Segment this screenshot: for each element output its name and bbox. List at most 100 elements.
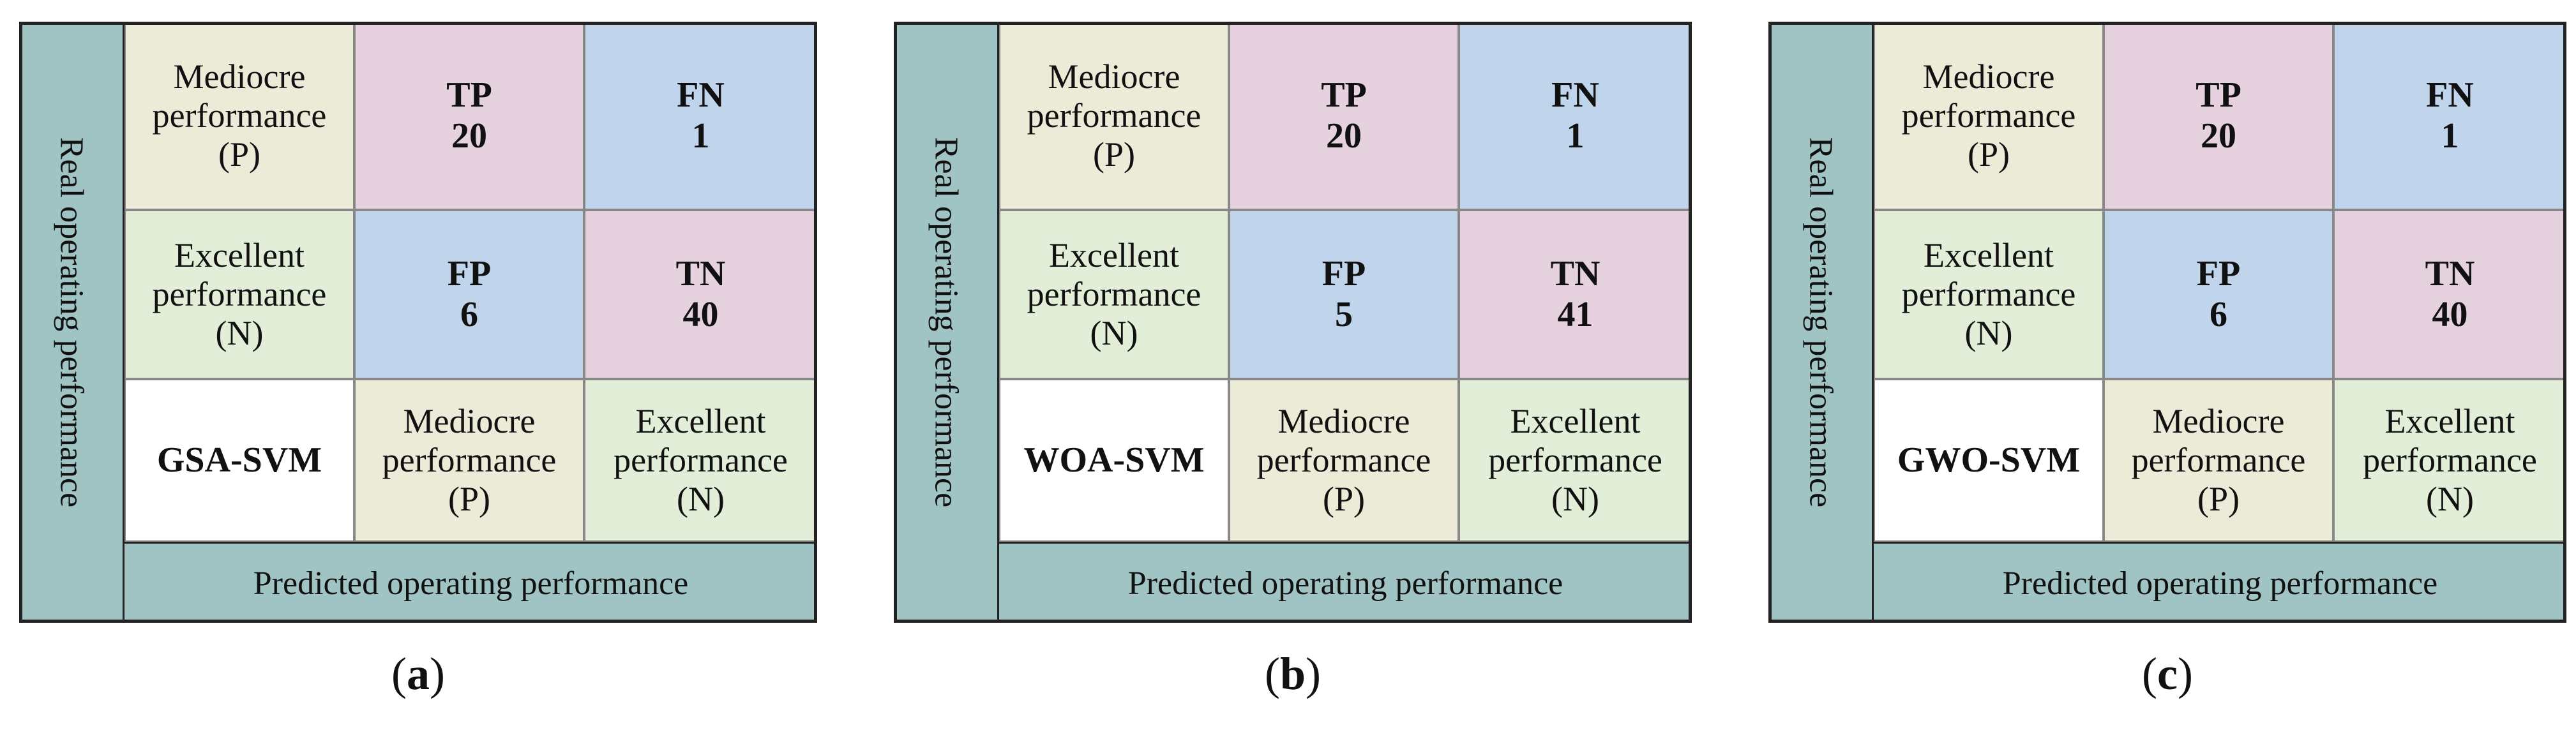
label-line: (P) <box>1968 135 2010 174</box>
cell-count: 5 <box>1335 294 1353 334</box>
cell-count: 6 <box>2210 294 2227 334</box>
cell-count: 40 <box>2432 294 2468 334</box>
model-name: GSA-SVM <box>124 379 354 542</box>
label-line: Mediocre <box>173 57 306 96</box>
label-line: Mediocre <box>1048 57 1180 96</box>
label-line: Mediocre <box>403 401 536 440</box>
panel-border <box>1768 22 2566 623</box>
label-line: Excellent <box>635 401 766 440</box>
label-line: (P) <box>1323 480 1365 518</box>
label-line: performance <box>382 440 557 479</box>
cell-abbrev: TN <box>675 254 726 294</box>
x-axis-band: Predicted operating performance <box>124 542 817 623</box>
cell-abbrev: TP <box>2196 75 2241 115</box>
cell-count: 1 <box>1566 115 1585 156</box>
cell-count: 1 <box>2441 115 2459 156</box>
label-line: performance <box>1901 96 2076 135</box>
label-line: (P) <box>448 480 490 518</box>
label-line: performance <box>1488 440 1662 479</box>
caption-letter: a <box>407 648 430 699</box>
cell-abbrev: TP <box>1321 75 1367 115</box>
cell-abbrev: TN <box>1550 254 1601 294</box>
label-line: performance <box>614 440 788 479</box>
cell-abbrev: FN <box>677 75 725 115</box>
label-line: (N) <box>1964 314 2013 352</box>
cell-abbrev: FN <box>1551 75 1599 115</box>
x-axis-label: Predicted operating performance <box>253 565 689 602</box>
label-line: performance <box>2131 440 2306 479</box>
panel-caption: (a) <box>354 648 482 701</box>
panel-caption: (c) <box>2104 648 2231 701</box>
label-line: (N) <box>2426 480 2474 518</box>
panel-border <box>894 22 1692 623</box>
cell-count: 20 <box>2201 115 2236 156</box>
caption-close: ) <box>1306 648 1321 699</box>
caption-open: ( <box>2142 648 2158 699</box>
label-line: (P) <box>218 135 260 174</box>
caption-close: ) <box>2177 648 2193 699</box>
cell-abbrev: FP <box>1322 254 1366 294</box>
label-line: performance <box>1027 274 1201 313</box>
label-line: (N) <box>215 314 264 352</box>
label-line: Excellent <box>1049 235 1179 274</box>
label-line: performance <box>1256 440 1431 479</box>
label-line: performance <box>1901 274 2076 313</box>
label-line: (N) <box>1090 314 1138 352</box>
x-axis-band: Predicted operating performance <box>1874 542 2566 623</box>
cell-abbrev: TN <box>2425 254 2475 294</box>
cell-abbrev: FN <box>2426 75 2474 115</box>
label-line: Mediocre <box>1922 57 2055 96</box>
label-line: Excellent <box>1510 401 1641 440</box>
cell-count: 40 <box>682 294 719 334</box>
label-line: (P) <box>1093 135 1135 174</box>
x-axis-label: Predicted operating performance <box>1127 565 1563 602</box>
cell-count: 41 <box>1557 294 1593 334</box>
label-line: Excellent <box>174 235 305 274</box>
caption-letter: c <box>2157 648 2178 699</box>
label-line: Mediocre <box>2152 401 2285 440</box>
y-axis-band: Real operating performance <box>1768 22 1874 623</box>
label-line: Mediocre <box>1277 401 1410 440</box>
panel-border <box>19 22 817 623</box>
label-line: Excellent <box>2384 401 2515 440</box>
panel-caption: (b) <box>1229 648 1357 701</box>
caption-open: ( <box>391 648 407 699</box>
label-line: performance <box>1027 96 1201 135</box>
cell-abbrev: FP <box>447 254 492 294</box>
label-line: performance <box>2363 440 2537 479</box>
x-axis-band: Predicted operating performance <box>999 542 1692 623</box>
model-name: WOA-SVM <box>999 379 1229 542</box>
x-axis-label: Predicted operating performance <box>2002 565 2438 602</box>
y-axis-band: Real operating performance <box>19 22 124 623</box>
cell-count: 6 <box>460 294 478 334</box>
label-line: (P) <box>2197 480 2240 518</box>
label-line: (N) <box>677 480 725 518</box>
label-line: (N) <box>1551 480 1599 518</box>
cell-count: 20 <box>1326 115 1362 156</box>
caption-letter: b <box>1279 648 1306 699</box>
